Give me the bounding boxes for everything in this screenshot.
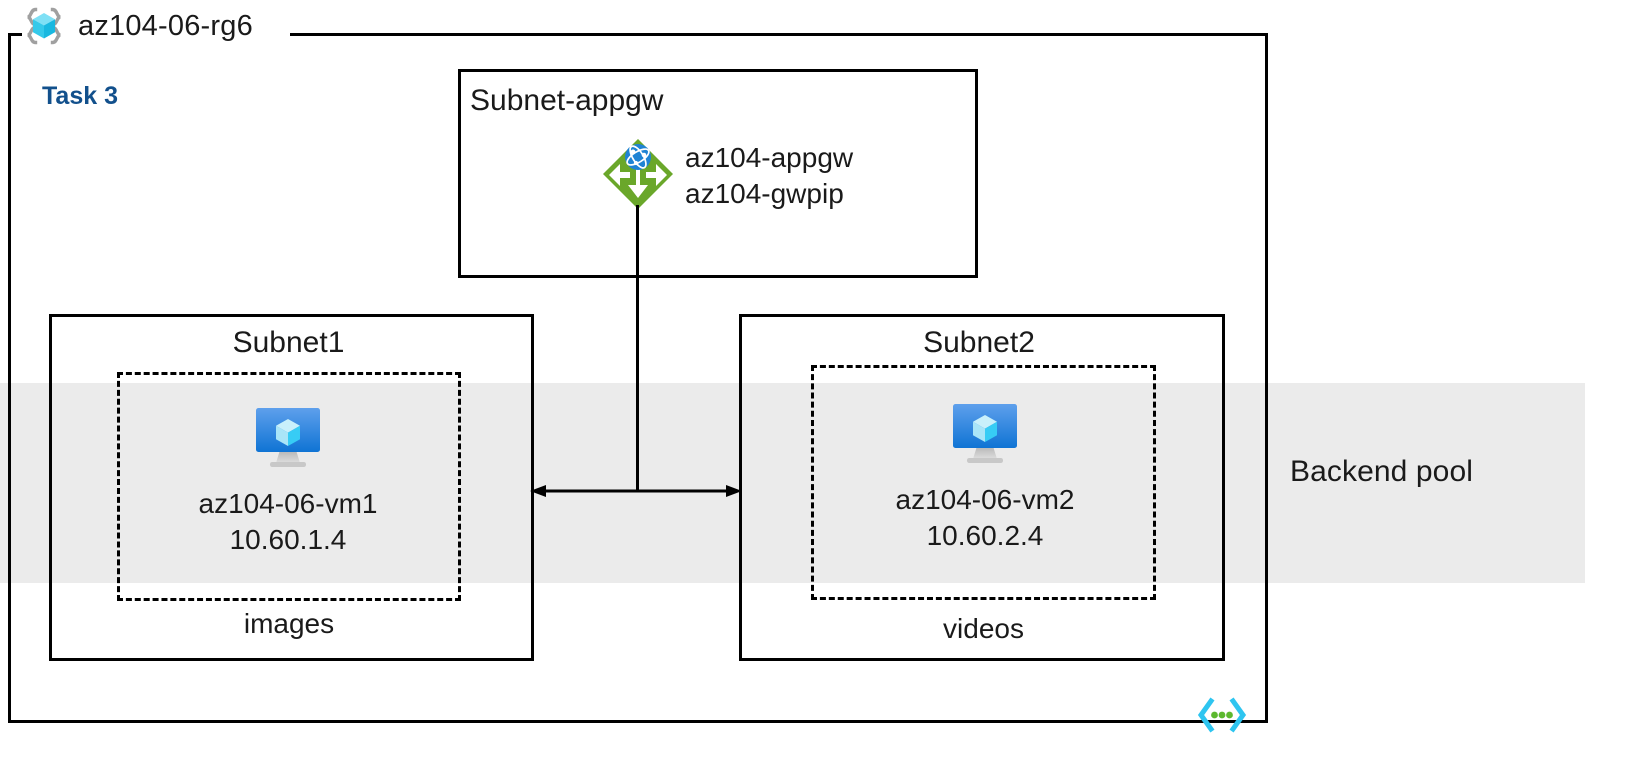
resource-group-name: az104-06-rg6	[78, 9, 253, 42]
subnet1-vm-container	[117, 372, 461, 601]
virtual-machine-icon	[186, 402, 390, 474]
subnet-appgw-box	[458, 69, 978, 278]
resource-group-border-top-left	[8, 33, 22, 36]
resource-group-border-top-right	[290, 33, 1268, 36]
appgw-pip-name: az104-gwpip	[685, 178, 844, 210]
appgw-to-backend-connector	[636, 205, 639, 492]
application-gateway-labels: az104-appgw az104-gwpip	[685, 140, 853, 213]
subnet2-box	[739, 314, 1225, 661]
resource-group-border-right	[1265, 33, 1268, 723]
vm2-node: az104-06-vm2 10.60.2.4	[883, 398, 1087, 554]
vm1-name: az104-06-vm1	[198, 488, 378, 519]
vm2-ip: 10.60.2.4	[926, 520, 1044, 552]
subnet1-title: Subnet1	[232, 326, 345, 359]
task-label: Task 3	[42, 82, 118, 110]
subnet2-caption: videos	[943, 613, 1024, 644]
subnet1-caption: images	[243, 608, 335, 639]
virtual-machine-icon	[883, 398, 1087, 470]
resource-group-border-bottom	[8, 720, 1268, 723]
resource-group-border-left	[8, 33, 11, 723]
resource-group-header: az104-06-rg6	[22, 4, 253, 48]
vm1-ip: 10.60.1.4	[229, 524, 347, 556]
subnet2-vm-container	[811, 365, 1156, 600]
resource-group-icon	[22, 4, 66, 48]
subnet2-title: Subnet2	[923, 326, 1035, 359]
appgw-name: az104-appgw	[685, 142, 854, 173]
vm2-name: az104-06-vm2	[895, 484, 1075, 515]
backend-pool-label: Backend pool	[1290, 455, 1474, 488]
subnet1-box	[49, 314, 534, 661]
subnet-appgw-title: Subnet-appgw	[470, 84, 664, 117]
vm1-node: az104-06-vm1 10.60.1.4	[186, 402, 390, 558]
